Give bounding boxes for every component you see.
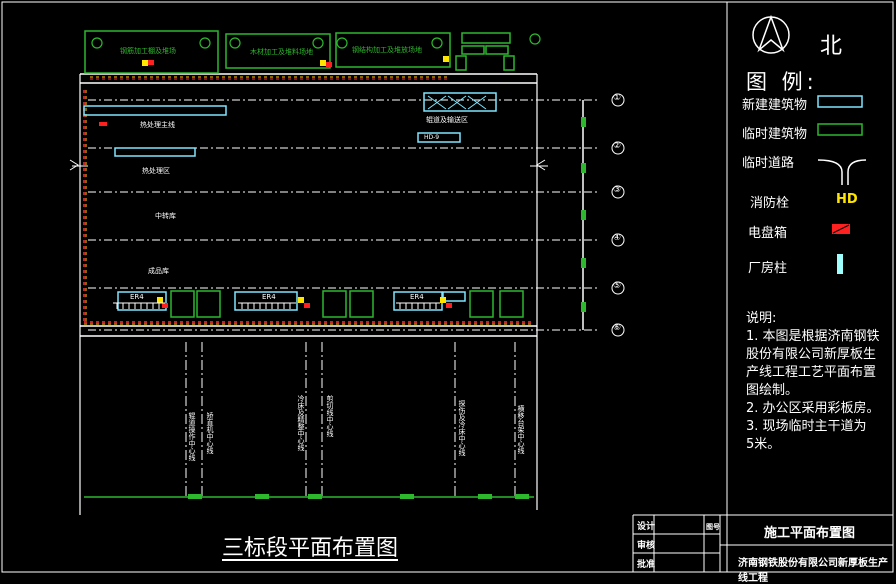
centerline-label: 剪切线中心线	[326, 395, 334, 437]
grid-number: ⑤	[613, 281, 622, 291]
legend-temp-building: 临时建筑物	[742, 127, 808, 142]
notes-line: 1. 本图是根据济南钢铁	[746, 329, 880, 344]
title-block-code: 图号	[706, 523, 720, 531]
grid-number: ⑥	[613, 323, 622, 333]
title-block-row: 审核	[637, 541, 656, 551]
er-label: ER4	[410, 293, 424, 301]
notes-line: 5米。	[746, 437, 781, 452]
area-label: 热处理区	[142, 167, 170, 175]
north-arrow-icon	[752, 14, 790, 54]
centerline-label: 横移台架中心线	[517, 405, 525, 454]
notes-heading: 说明:	[746, 311, 777, 326]
title-block	[632, 514, 893, 572]
area-label: 辊道及输送区	[426, 116, 468, 124]
site-plan	[69, 30, 625, 515]
title-block-drawing-name: 施工平面布置图	[764, 526, 856, 541]
column-symbol	[837, 254, 843, 274]
drawing-title: 三标段平面布置图	[222, 536, 399, 561]
notes-line: 图绘制。	[746, 383, 799, 398]
centerline-label: 辊道操作中心线	[188, 412, 196, 461]
legend-column: 厂房柱	[748, 261, 788, 276]
new-building-symbol	[817, 95, 863, 108]
centerline-label: 矫直机中心线	[206, 412, 214, 454]
temp-building-symbol	[817, 123, 863, 136]
title-block-row: 批准	[637, 560, 656, 570]
north-label: 北	[820, 34, 843, 59]
legend-temp-road: 临时道路	[742, 156, 795, 171]
legend-hydrant: 消防栓	[750, 196, 790, 211]
top-building-label: 钢结构加工及堆放场地	[352, 46, 422, 54]
grid-number: ①	[613, 93, 622, 103]
legend-new-building: 新建建筑物	[742, 98, 808, 113]
notes-line: 产线工程工艺平面布置	[746, 365, 877, 380]
notes-line: 股份有限公司新厚板生	[746, 347, 877, 362]
grid-number: ③	[613, 185, 622, 195]
legend-power-box: 电盘箱	[748, 226, 788, 241]
grid-number: ④	[613, 233, 622, 243]
area-label: 热处理主线	[140, 121, 175, 129]
top-building-label: 木材加工及堆料场地	[250, 48, 313, 56]
er-label: ER4	[130, 293, 144, 301]
legend-title: 图 例:	[746, 70, 818, 94]
centerline-label: 冷床及精整中心线	[297, 395, 305, 451]
notes-line: 2. 办公区采用彩板房。	[746, 401, 880, 416]
grid-number: ②	[613, 141, 622, 151]
centerline-label: 探伤及冷床中心线	[458, 400, 466, 456]
temp-road-symbol	[817, 159, 867, 185]
er-label: ER4	[262, 293, 276, 301]
notes-line: 3. 现场临时主干道为	[746, 419, 867, 434]
area-label: 成品库	[148, 267, 169, 275]
notes: 说明: 1. 本图是根据济南钢铁 股份有限公司新厚板生 产线工程工艺平面布置 图…	[746, 310, 886, 454]
title-block-row: 设计	[637, 522, 656, 532]
top-building-label: 钢筋加工棚及堆场	[120, 47, 176, 55]
hydrant-icon: HD	[836, 192, 858, 207]
title-block-project-name: 济南钢铁股份有限公司新厚板生产线工程	[738, 558, 888, 584]
small-box-label: HD-9	[424, 134, 440, 141]
area-label: 中转库	[155, 212, 176, 220]
